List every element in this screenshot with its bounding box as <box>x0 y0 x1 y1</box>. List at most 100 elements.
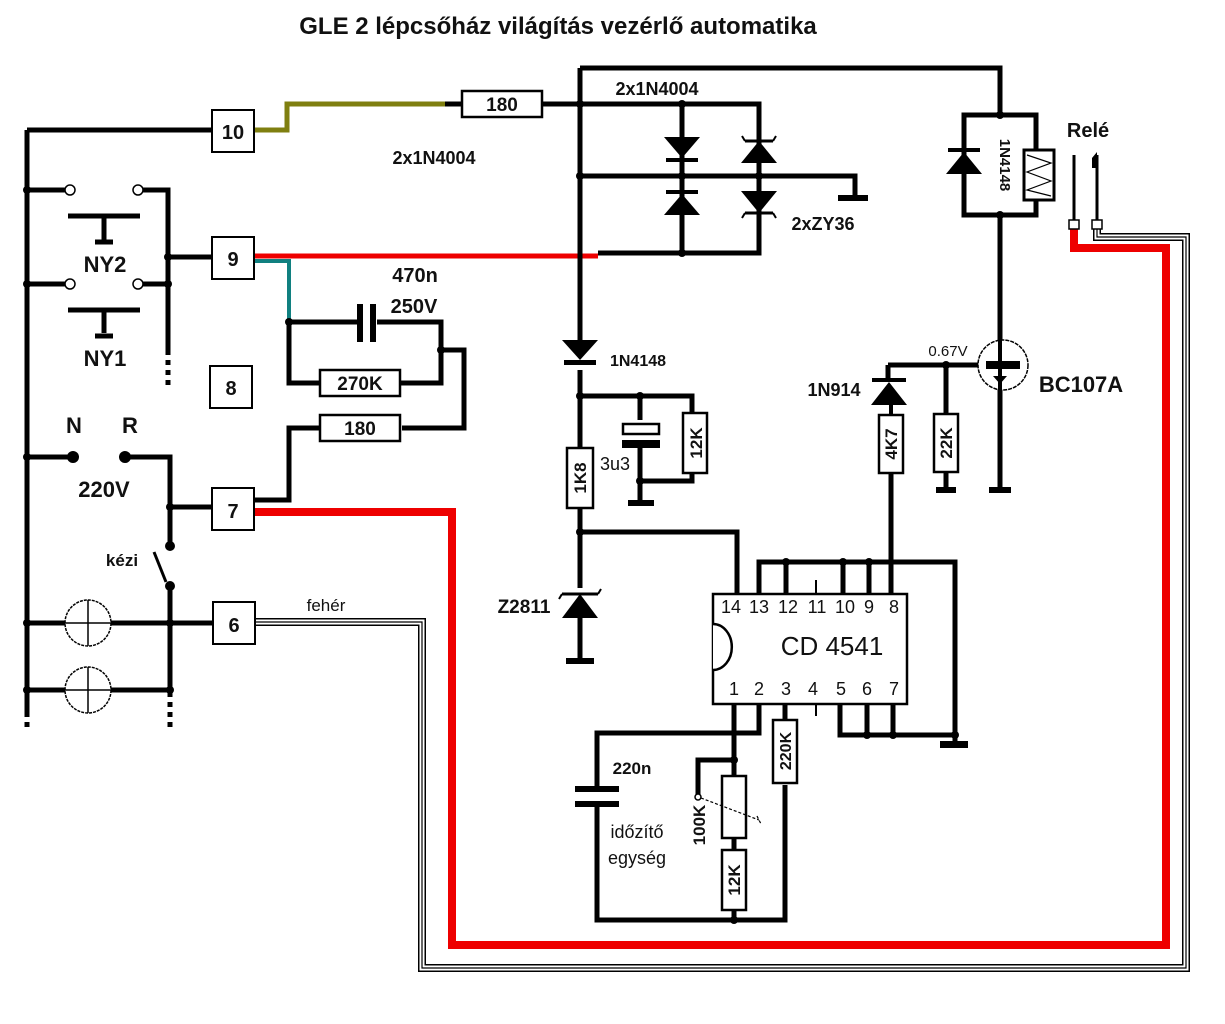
svg-text:1K8: 1K8 <box>571 462 590 493</box>
resistor-12k-top: 12K <box>681 411 709 475</box>
svg-text:12K: 12K <box>687 427 706 459</box>
svg-text:9: 9 <box>227 249 238 271</box>
timer-unit-label-1: időzítő <box>610 822 663 842</box>
z2811-label: Z2811 <box>498 597 551 618</box>
resistor-220k: 220K <box>771 718 799 785</box>
ic-pin: 11 <box>808 597 827 617</box>
relay-label: Relé <box>1067 120 1109 142</box>
diodes-top-label: 2x1N4004 <box>615 79 698 99</box>
ic-pin: 12 <box>778 597 798 617</box>
mains-voltage-label: 220V <box>78 477 130 502</box>
ic-pin: 9 <box>864 597 874 617</box>
ic-pin: 3 <box>781 679 791 699</box>
diagram-title: GLE 2 lépcsőház világítás vezérlő automa… <box>299 13 817 40</box>
capacitor-3u3 <box>621 422 661 506</box>
svg-text:220K: 220K <box>778 731 795 770</box>
phase-terminal <box>119 451 131 463</box>
ic-cd4541: CD 4541 14 13 12 11 10 9 8 1 2 3 4 5 6 7 <box>711 592 909 706</box>
ic-ground <box>940 741 968 748</box>
capacitor-470n <box>357 304 376 342</box>
white-wire <box>254 225 1190 972</box>
ny1-label: NY1 <box>84 346 127 371</box>
continuation-dots <box>24 350 173 730</box>
zener-zy36-lower <box>741 191 777 219</box>
c3u3-label: 3u3 <box>600 454 630 474</box>
resistor-12k-bottom: 12K <box>720 848 748 912</box>
resistor-180-top: 180 <box>460 89 544 119</box>
pushbutton-ny1 <box>64 278 144 339</box>
ic-pin: 8 <box>889 597 899 617</box>
timer-unit-label-2: egység <box>608 848 666 868</box>
resistor-270k: 270K <box>318 368 402 398</box>
relay-coil <box>1022 148 1056 202</box>
cap-gap <box>592 792 602 801</box>
terminal-10: 10 <box>211 109 255 153</box>
terminal-9: 9 <box>211 236 255 280</box>
diode-1n4004-lower <box>664 190 700 215</box>
rc-network-wiring <box>254 319 467 503</box>
cap-value-label: 470n <box>392 265 438 287</box>
relay-flyback-diode <box>946 148 982 174</box>
neutral-terminal <box>67 451 79 463</box>
ic-pin: 2 <box>754 679 764 699</box>
diode-1n914 <box>871 378 907 405</box>
transistor-bc107a <box>977 339 1029 391</box>
svg-text:6: 6 <box>228 615 239 637</box>
red-wire-7 <box>254 225 1170 949</box>
emitter-ground <box>989 487 1011 493</box>
relay-diode-label: 1N4148 <box>996 139 1013 192</box>
diode-1n4004-upper <box>664 137 700 162</box>
teal-wire <box>254 259 291 322</box>
svg-text:4K7: 4K7 <box>882 428 901 459</box>
ic-pin: 7 <box>889 679 899 699</box>
junction-dots-left <box>23 186 174 694</box>
d1n4148-label: 1N4148 <box>610 353 666 370</box>
d1n914-label: 1N914 <box>807 380 860 400</box>
lamp-2 <box>64 666 112 714</box>
resistor-1k8: 1K8 <box>565 446 595 510</box>
phase-label: R <box>122 413 138 438</box>
ic-pin: 6 <box>862 679 872 699</box>
relay-contacts <box>1068 152 1103 230</box>
svg-text:180: 180 <box>486 95 518 116</box>
ic-junctions <box>730 558 959 924</box>
resistor-22k: 22K <box>932 412 960 474</box>
zener-z2811 <box>558 588 602 664</box>
svg-text:180: 180 <box>344 419 376 440</box>
cap-voltage-label: 250V <box>391 296 438 318</box>
ic-pin: 5 <box>836 679 846 699</box>
diode-1n4148 <box>562 340 598 365</box>
vbe-label: 0.67V <box>928 343 967 360</box>
svg-text:22K: 22K <box>937 427 956 459</box>
pushbutton-ny2 <box>64 184 144 245</box>
potentiometer-100k <box>694 774 762 840</box>
ny2-label: NY2 <box>84 252 127 277</box>
olive-wire <box>254 101 445 133</box>
manual-label: kézi <box>106 551 138 570</box>
terminal-8: 8 <box>209 365 253 409</box>
ic-pin: 14 <box>721 597 741 617</box>
capacitor-220n <box>575 786 619 807</box>
svg-text:270K: 270K <box>337 374 383 395</box>
zener-zy36-upper <box>741 135 777 163</box>
svg-text:10: 10 <box>222 122 244 144</box>
relay-junctions <box>942 111 1004 369</box>
ic-pin: 1 <box>729 679 739 699</box>
resistor-180-mid: 180 <box>318 413 402 443</box>
resistor-4k7: 4K7 <box>877 413 905 475</box>
diodes-left-label: 2x1N4004 <box>392 148 475 168</box>
rc-junctions <box>285 318 445 354</box>
lamp-1 <box>64 599 112 647</box>
zeners-label: 2xZY36 <box>791 214 854 234</box>
left-wiring <box>24 127 212 712</box>
manual-switch <box>152 541 175 591</box>
terminal-7: 7 <box>211 487 255 531</box>
terminal-6: 6 <box>212 601 256 645</box>
ic-pin: 13 <box>749 597 769 617</box>
ic-wiring <box>594 559 958 923</box>
transistor-label: BC107A <box>1039 372 1123 397</box>
ic-pin: 4 <box>808 679 818 699</box>
resistor-ground <box>936 487 956 493</box>
svg-text:7: 7 <box>227 501 238 523</box>
